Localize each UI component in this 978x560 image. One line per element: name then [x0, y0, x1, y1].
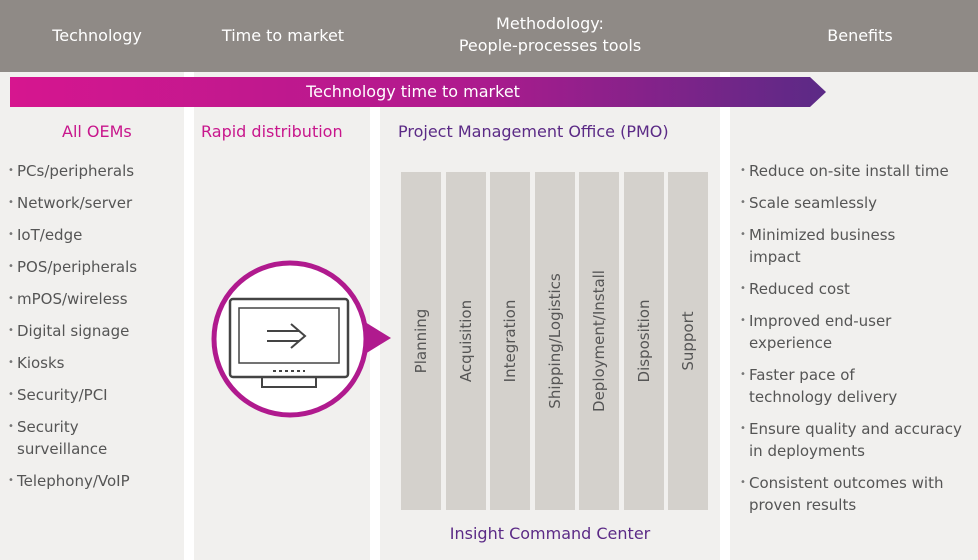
benefits-list: Reduce on-site install time Scale seamle…	[740, 160, 976, 526]
phase-label: Acquisition	[457, 299, 475, 383]
header-technology: Technology	[52, 26, 142, 45]
phase-label: Planning	[412, 308, 430, 374]
list-item: Consistent outcomes with proven results	[740, 472, 954, 516]
phase-integration: Integration	[490, 172, 530, 510]
header-methodology-line2: People-processes tools	[458, 36, 642, 55]
header-time-to-market: Time to market	[221, 26, 345, 45]
phase-shipping-logistics: Shipping/Logistics	[535, 172, 575, 510]
phase-label: Disposition	[635, 299, 653, 383]
phase-disposition: Disposition	[624, 172, 664, 510]
phase-acquisition: Acquisition	[446, 172, 486, 510]
list-item: Scale seamlessly	[740, 192, 976, 214]
list-item: Security/PCI	[8, 384, 180, 406]
list-item: Reduce on-site install time	[740, 160, 976, 182]
header-bar	[0, 0, 978, 72]
monitor-arrow-icon	[205, 252, 400, 427]
phase-support: Support	[668, 172, 708, 510]
command-center-label: Insight Command Center	[449, 524, 651, 543]
list-item: Kiosks	[8, 352, 180, 374]
list-item: Improved end-user experience	[740, 310, 934, 354]
list-item: Telephony/VoIP	[8, 470, 180, 492]
phase-planning: Planning	[401, 172, 441, 510]
list-item: POS/peripherals	[8, 256, 180, 278]
banner-arrow	[10, 77, 826, 107]
header-benefits: Benefits	[827, 26, 893, 45]
time-to-market-title: Rapid distribution	[201, 122, 343, 141]
phase-label: Support	[679, 311, 697, 371]
header-methodology-line1: Methodology:	[496, 14, 604, 33]
list-item: Digital signage	[8, 320, 180, 342]
phase-label: Deployment/Install	[590, 270, 608, 412]
list-item: Network/server	[8, 192, 180, 214]
methodology-title: Project Management Office (PMO)	[398, 122, 669, 141]
list-item: Faster pace of technology delivery	[740, 364, 934, 408]
phase-label: Shipping/Logistics	[546, 273, 564, 409]
phase-deployment-install: Deployment/Install	[579, 172, 619, 510]
list-item: IoT/edge	[8, 224, 180, 246]
technology-list: PCs/peripherals Network/server IoT/edge …	[8, 160, 180, 502]
header-methodology: Methodology: People-processes tools	[380, 13, 720, 57]
banner-label: Technology time to market	[306, 82, 520, 101]
list-item: Minimized business impact	[740, 224, 934, 268]
list-item: PCs/peripherals	[8, 160, 180, 182]
list-item: Ensure quality and accuracy in deploymen…	[740, 418, 977, 462]
phase-label: Integration	[501, 299, 519, 383]
list-item: Reduced cost	[740, 278, 976, 300]
technology-title: All OEMs	[62, 122, 132, 141]
list-item: mPOS/wireless	[8, 288, 180, 310]
list-item: Security surveillance	[8, 416, 107, 460]
